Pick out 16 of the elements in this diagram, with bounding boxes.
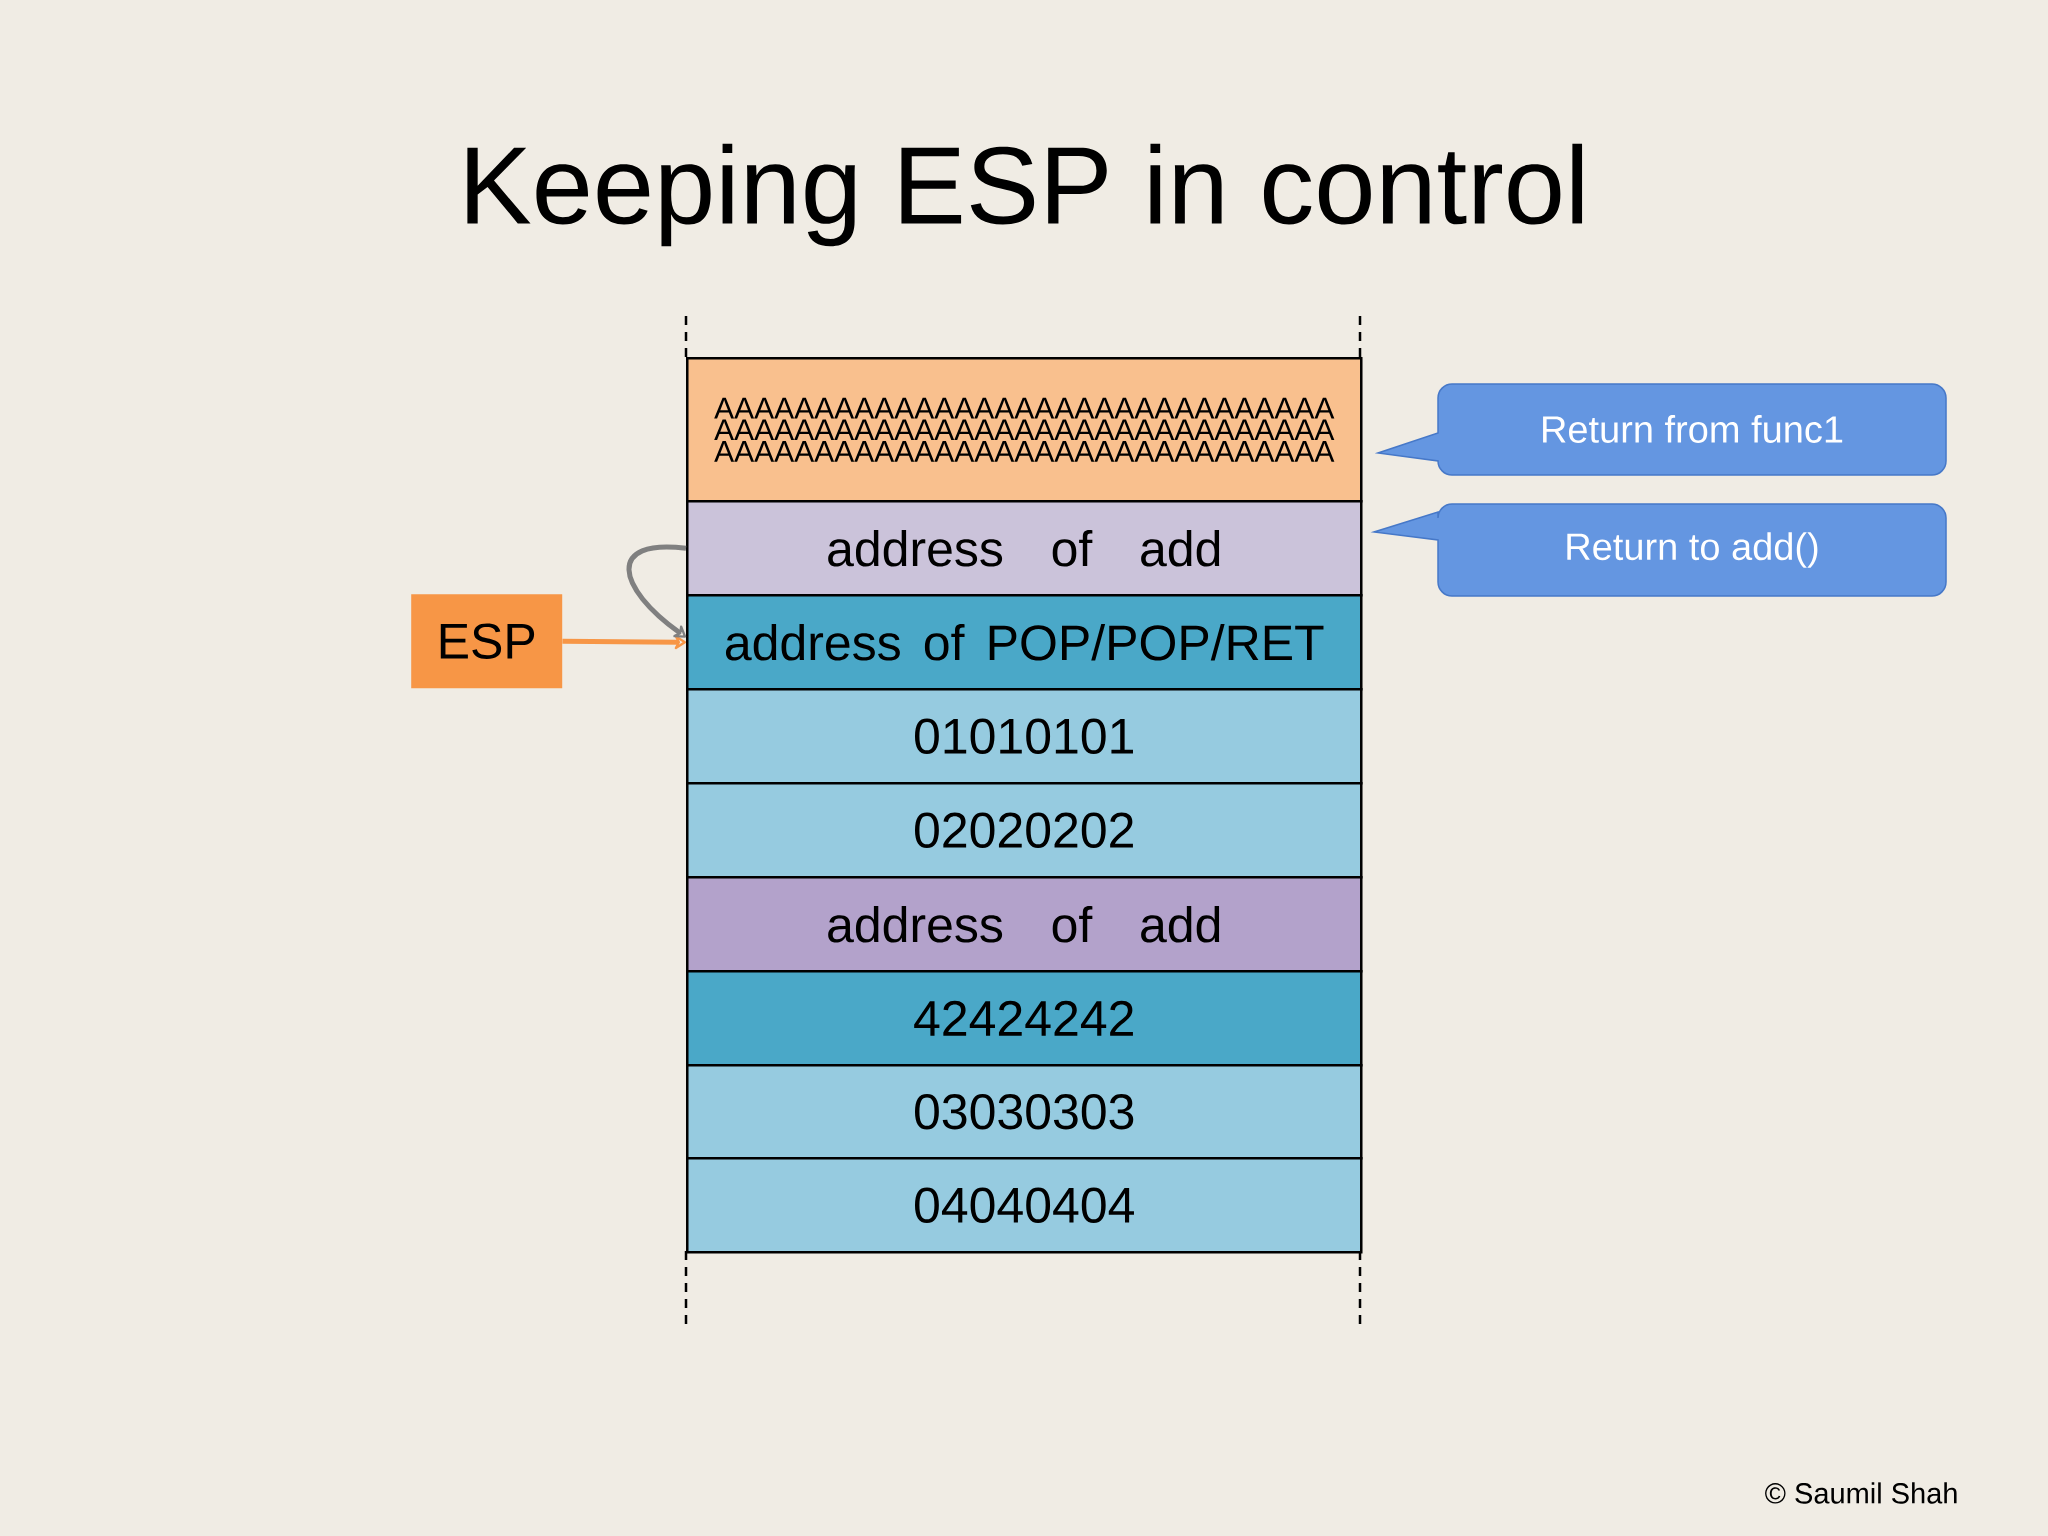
- callout-bubble: Return from func1: [1377, 383, 1947, 476]
- callout-bubble: Return to add(): [1373, 503, 1947, 597]
- stack-cell: AAAAAAAAAAAAAAAAAAAAAAAAAAAAAAA AAAAAAAAAAAAAAAAAAAAAAAAAAAAAAA AAAAAAAAAAAAAAAAAAAAAAAAAAAAAAA: [686, 357, 1363, 503]
- stack-cell: 04040404: [686, 1157, 1363, 1254]
- arrow: [626, 544, 687, 638]
- copyright-note: © Saumil Shah: [1765, 1482, 1957, 1504]
- slide-title: Keeping ESP in control: [467, 143, 1583, 247]
- stack-cell: 42424242: [686, 970, 1363, 1067]
- register-box: ESP: [411, 594, 563, 689]
- stack-cell: address of add: [686, 876, 1363, 973]
- stack-cell: 01010101: [686, 688, 1363, 785]
- stack-cell: address of add: [686, 500, 1363, 597]
- stack-cell: 03030303: [686, 1064, 1363, 1160]
- stack-cell: 02020202: [686, 782, 1363, 879]
- arrow: [562, 635, 686, 650]
- stack-cell: address of POP/POP/RET: [686, 594, 1363, 691]
